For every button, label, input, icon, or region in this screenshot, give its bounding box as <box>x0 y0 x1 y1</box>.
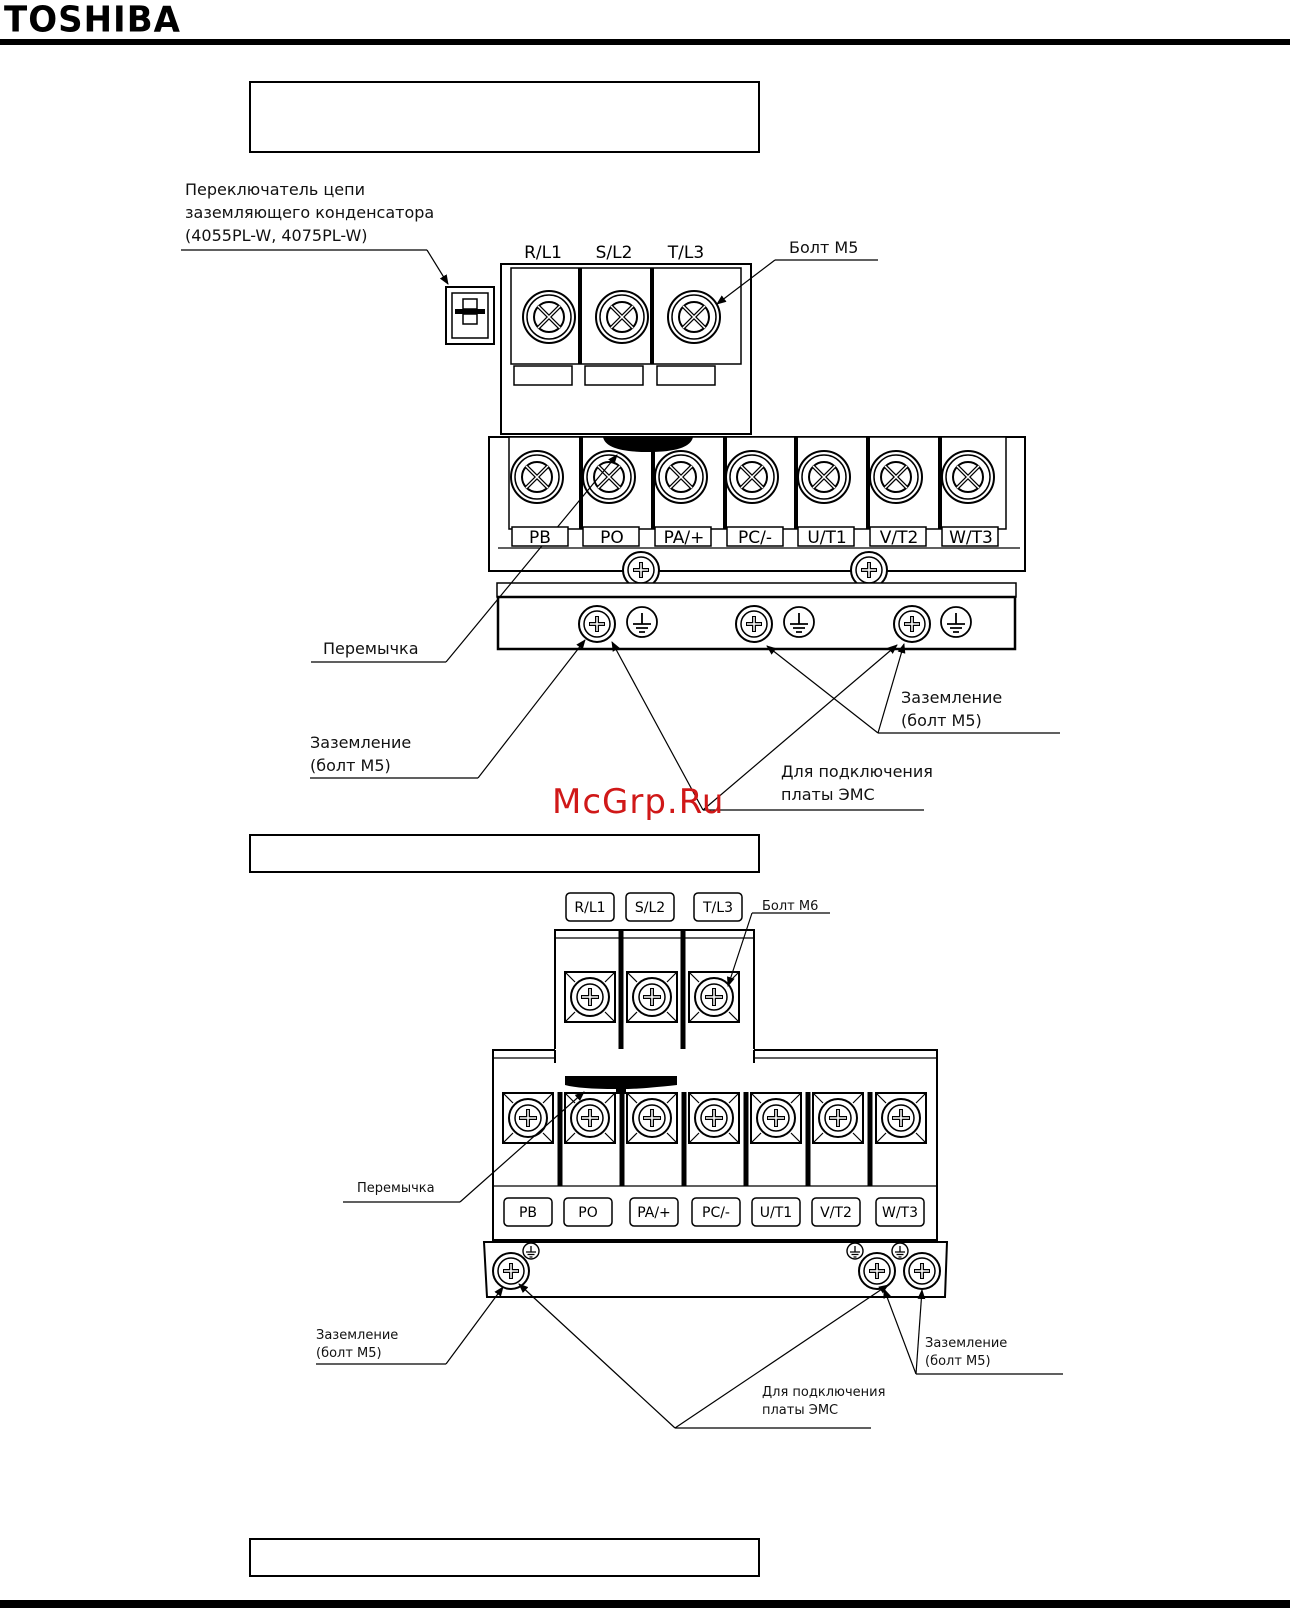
ground-right-label-line: (болт M5) <box>901 711 982 730</box>
ground-right-label-line: Заземление <box>901 688 1003 707</box>
bottom-diagram <box>316 892 1063 1429</box>
top-input-terminal-labels: R/L1 S/L2 T/L3 <box>524 243 704 263</box>
emc-label: Для подключения платы ЭМС <box>781 760 933 806</box>
bottom-input-terminal-labels: R/L1 S/L2 T/L3 <box>574 900 733 916</box>
terminal-label-tl3: T/L3 <box>667 243 704 263</box>
terminal-label-pa: PA/+ <box>664 528 705 548</box>
terminal-label-po: PO <box>578 1205 597 1221</box>
terminal-label-pb: PB <box>529 528 551 548</box>
ground-left-label-line: (болт M5) <box>310 756 391 775</box>
section-title-box-1 <box>249 81 760 153</box>
capacitor-switch <box>445 286 495 345</box>
bolt-m6-label: Болт M6 <box>762 899 819 914</box>
capacitor-switch-label-line: Переключатель цепи <box>185 180 365 199</box>
ground-left-label: Заземление (болт M5) <box>310 731 411 777</box>
emc-label-line: Для подключения <box>781 762 933 781</box>
capacitor-switch-label-line: заземляющего конденсатора <box>185 203 435 222</box>
ground-right-label: Заземление (болт M5) <box>925 1335 1007 1371</box>
terminal-label-ut1: U/T1 <box>760 1205 792 1221</box>
ground-left-label-line: Заземление <box>310 733 412 752</box>
terminal-label-ut1: U/T1 <box>807 528 846 548</box>
terminal-label-vt2: V/T2 <box>880 528 919 548</box>
terminal-label-pb: PB <box>519 1205 537 1221</box>
ground-left-label-line: Заземление <box>316 1328 399 1343</box>
footer-rule <box>0 1600 1290 1608</box>
ground-left-label: Заземление (болт M5) <box>316 1327 398 1363</box>
section-title-box-2 <box>249 834 760 873</box>
terminal-label-po: PO <box>600 528 624 548</box>
emc-label: Для подключения платы ЭМС <box>762 1384 885 1420</box>
terminal-label-wt3: W/T3 <box>882 1205 918 1221</box>
ground-left-label-line: (болт M5) <box>316 1346 382 1361</box>
emc-label-line: Для подключения <box>762 1385 886 1400</box>
emc-label-line: платы ЭМС <box>781 785 875 804</box>
terminal-label-rl1: R/L1 <box>574 900 605 916</box>
top-diagram <box>181 249 1060 811</box>
header-rule <box>0 39 1290 45</box>
top-main-terminal-labels: PB PO PA/+ PC/- U/T1 V/T2 W/T3 <box>511 526 999 548</box>
section-title-box-3 <box>249 1538 760 1577</box>
ground-right-label-line: Заземление <box>925 1336 1008 1351</box>
jumper-label: Перемычка <box>323 639 419 658</box>
terminal-label-wt3: W/T3 <box>949 528 993 548</box>
terminal-label-sl2: S/L2 <box>635 900 665 916</box>
terminal-label-pc: PC/- <box>738 528 772 548</box>
jumper-label: Перемычка <box>357 1181 435 1196</box>
terminal-label-tl3: T/L3 <box>702 900 733 916</box>
ground-right-label-line: (болт M5) <box>925 1354 991 1369</box>
terminal-label-sl2: S/L2 <box>596 243 633 263</box>
terminal-label-pa: PA/+ <box>637 1205 671 1221</box>
terminal-label-vt2: V/T2 <box>820 1205 852 1221</box>
terminal-label-rl1: R/L1 <box>524 243 562 263</box>
ground-right-label: Заземление (болт M5) <box>901 686 1002 732</box>
emc-label-line: платы ЭМС <box>762 1403 839 1418</box>
terminal-label-pc: PC/- <box>702 1205 730 1221</box>
capacitor-switch-label-line: (4055PL-W, 4075PL-W) <box>185 226 368 245</box>
bottom-main-terminal-labels: PB PO PA/+ PC/- U/T1 V/T2 W/T3 <box>519 1205 918 1221</box>
watermark: McGrp.Ru <box>552 782 725 822</box>
toshiba-logo: TOSHIBA <box>4 0 181 41</box>
capacitor-switch-label: Переключатель цепи заземляющего конденса… <box>185 178 434 247</box>
bolt-m5-label: Болт M5 <box>789 238 859 257</box>
